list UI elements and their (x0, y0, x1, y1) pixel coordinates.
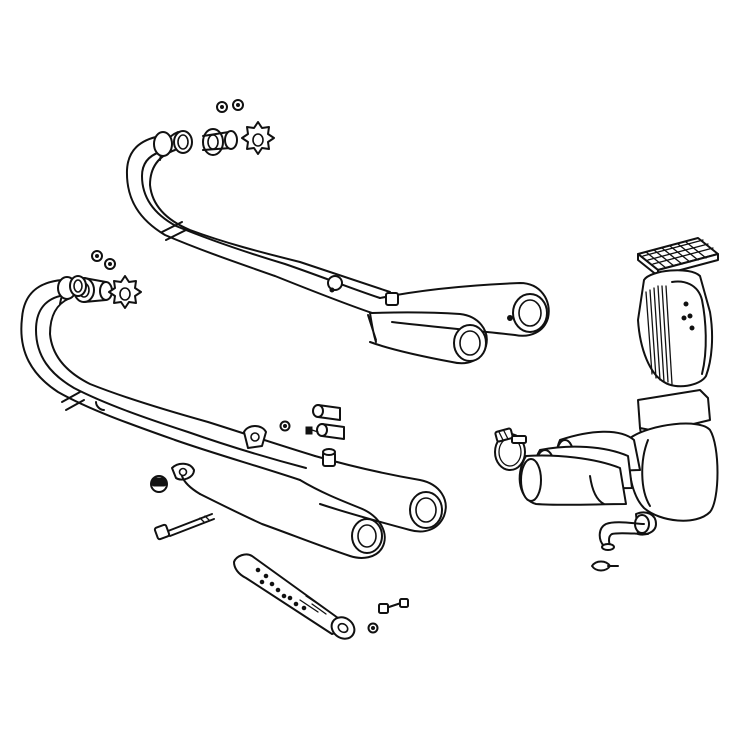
filter-pleats (645, 285, 673, 385)
rubber-mount-bushings (150, 404, 345, 493)
mounting-bolt (153, 513, 409, 614)
star-lock-washers (108, 121, 275, 309)
exhaust-gaskets (73, 128, 238, 303)
exhaust-flange-nuts (91, 99, 379, 634)
lower-muffler-pair (181, 448, 447, 559)
airbox-intake-manifold (518, 389, 719, 536)
breather-hose (591, 521, 649, 572)
upper-muffler-pair (327, 275, 550, 365)
baffle-perforations (255, 567, 307, 611)
air-filter-element (637, 269, 714, 388)
hose-clamp (494, 427, 527, 471)
grille-mesh (642, 239, 714, 269)
upper-exhaust-header-pipes (125, 130, 391, 314)
baffle-insert (233, 553, 356, 640)
lower-exhaust-header-pipes (20, 275, 316, 481)
